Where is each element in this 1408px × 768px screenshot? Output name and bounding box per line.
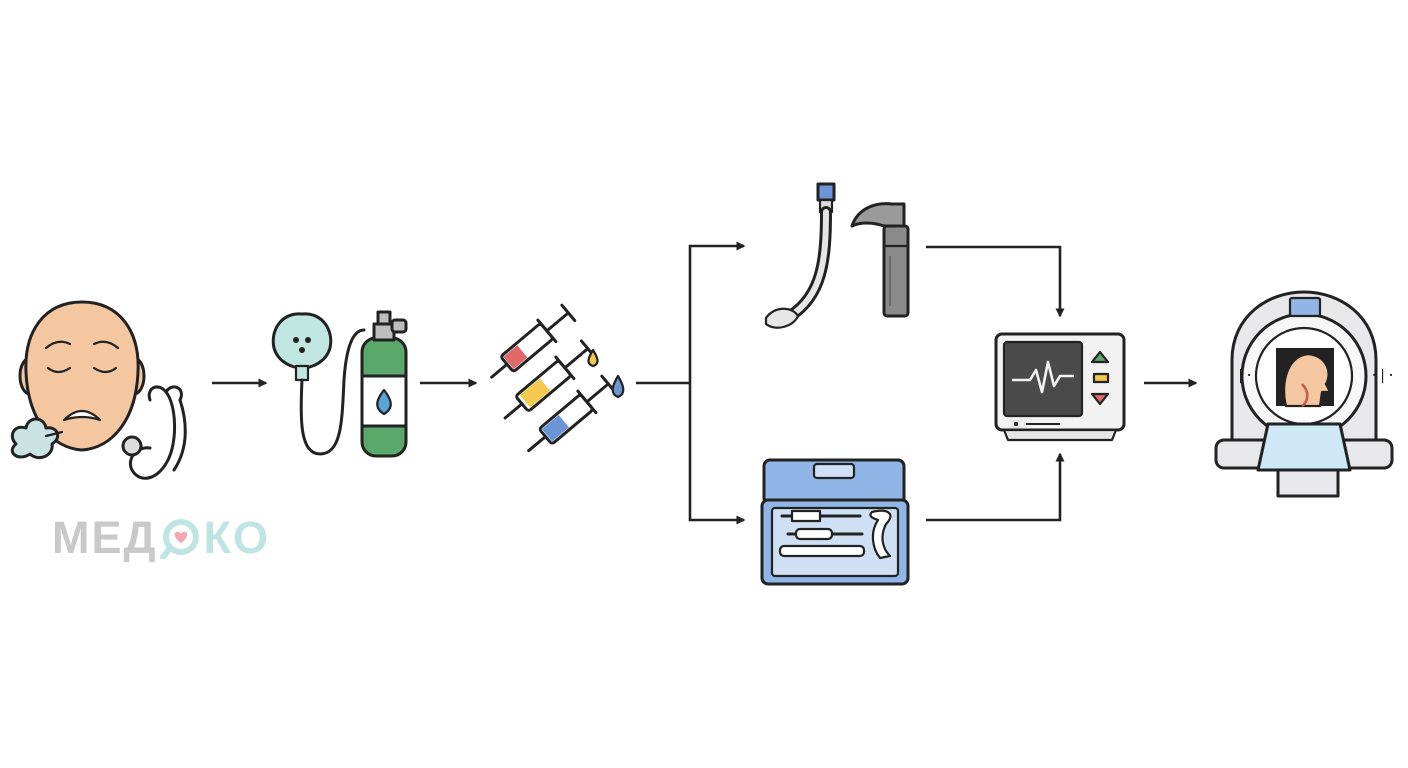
distressed-patient-with-stethoscope-icon [10,300,187,480]
endotracheal-tube-and-laryngoscope-icon [764,182,910,329]
vital-signs-monitor-icon [994,332,1126,442]
svg-text:·|·: ·|· [1370,368,1395,384]
svg-text:·|·: ·|· [1228,368,1253,384]
oxygen-mask-and-cylinder-icon [271,310,408,458]
arrow-split-to-intubation [688,241,746,383]
syringes-icon [490,303,625,453]
arrow-split-to-airway-kit [688,383,746,525]
watermark-text-right: КО [203,512,271,563]
difficult-airway-kit-icon [760,458,910,586]
ct-scanner-icon: ·|· ·|· [1214,290,1395,498]
arrow-intubation-to-monitor [926,245,1065,318]
flow-arrows [212,241,1198,525]
eye-heart-logo-icon [159,517,202,560]
watermark-text-left: МЕД [52,512,158,563]
arrow-airway-kit-to-monitor [926,452,1065,522]
watermark-logo: МЕД КО [52,508,270,568]
